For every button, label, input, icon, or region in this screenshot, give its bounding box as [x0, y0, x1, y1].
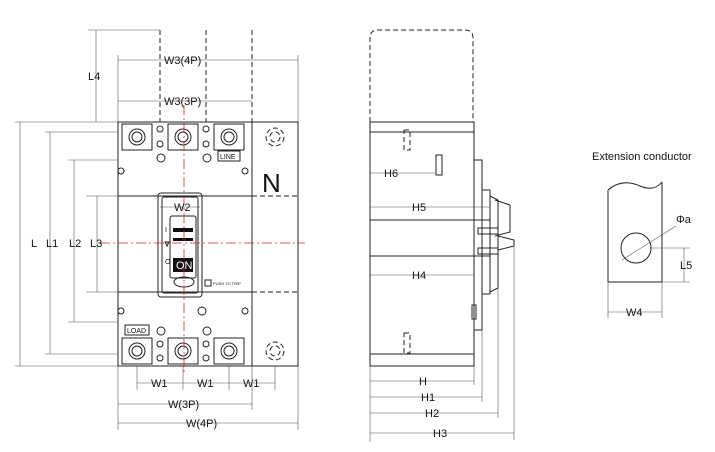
w2-label: W2	[174, 202, 191, 214]
h2-label: H2	[425, 408, 439, 420]
on-label: ON	[176, 260, 193, 272]
handle	[169, 215, 197, 279]
w3-3p-label: W3(3P)	[164, 96, 201, 108]
h3-label: H3	[433, 428, 447, 440]
l-label: L	[31, 238, 37, 250]
w1-label-1: W1	[151, 378, 168, 390]
h1-label: H1	[421, 392, 435, 404]
off-mark: O	[165, 259, 171, 266]
w1-label-3: W1	[243, 378, 260, 390]
h-label: H	[419, 376, 427, 388]
cover-plate	[117, 195, 253, 293]
l5-label: L5	[680, 260, 692, 272]
l4-label: L4	[88, 71, 100, 83]
top-terminals	[121, 123, 285, 163]
push-to-trip-label: PUSH TO TRIP	[213, 281, 241, 286]
w1-label-2: W1	[197, 378, 214, 390]
bottom-terminals	[121, 326, 285, 365]
line-tag	[217, 150, 241, 162]
phi-a-label: Φa	[676, 214, 692, 226]
l2-label: L2	[69, 238, 81, 250]
front-view: LINE LOAD N ON I O PUSH TO TRIP W3(4P) W…	[15, 29, 305, 430]
load-tag	[124, 324, 150, 336]
w-3p-label: W(3P)	[168, 399, 199, 411]
extension-conductor-view: Extension conductor Φa L5 W4	[592, 151, 692, 319]
conductor-hole	[620, 232, 652, 264]
neutral-pole	[251, 121, 299, 367]
w4-label: W4	[626, 307, 643, 319]
handle-frame	[157, 192, 203, 298]
h5-label: H5	[412, 202, 426, 214]
h4-label: H4	[412, 270, 426, 282]
extension-conductor-title: Extension conductor	[592, 151, 692, 163]
h6-label: H6	[384, 168, 398, 180]
load-label: LOAD	[127, 328, 146, 335]
side-body	[369, 121, 475, 367]
l1-label: L1	[46, 238, 58, 250]
neutral-label: N	[262, 168, 281, 198]
on-mark: I	[165, 227, 167, 234]
w3-4p-label: W3(4P)	[164, 55, 201, 67]
l3-label: L3	[90, 238, 102, 250]
w-4p-label: W(4P)	[186, 418, 217, 430]
line-label: LINE	[220, 154, 236, 161]
side-view: H6 H5 H4 H H1 H2 H3	[369, 29, 515, 442]
